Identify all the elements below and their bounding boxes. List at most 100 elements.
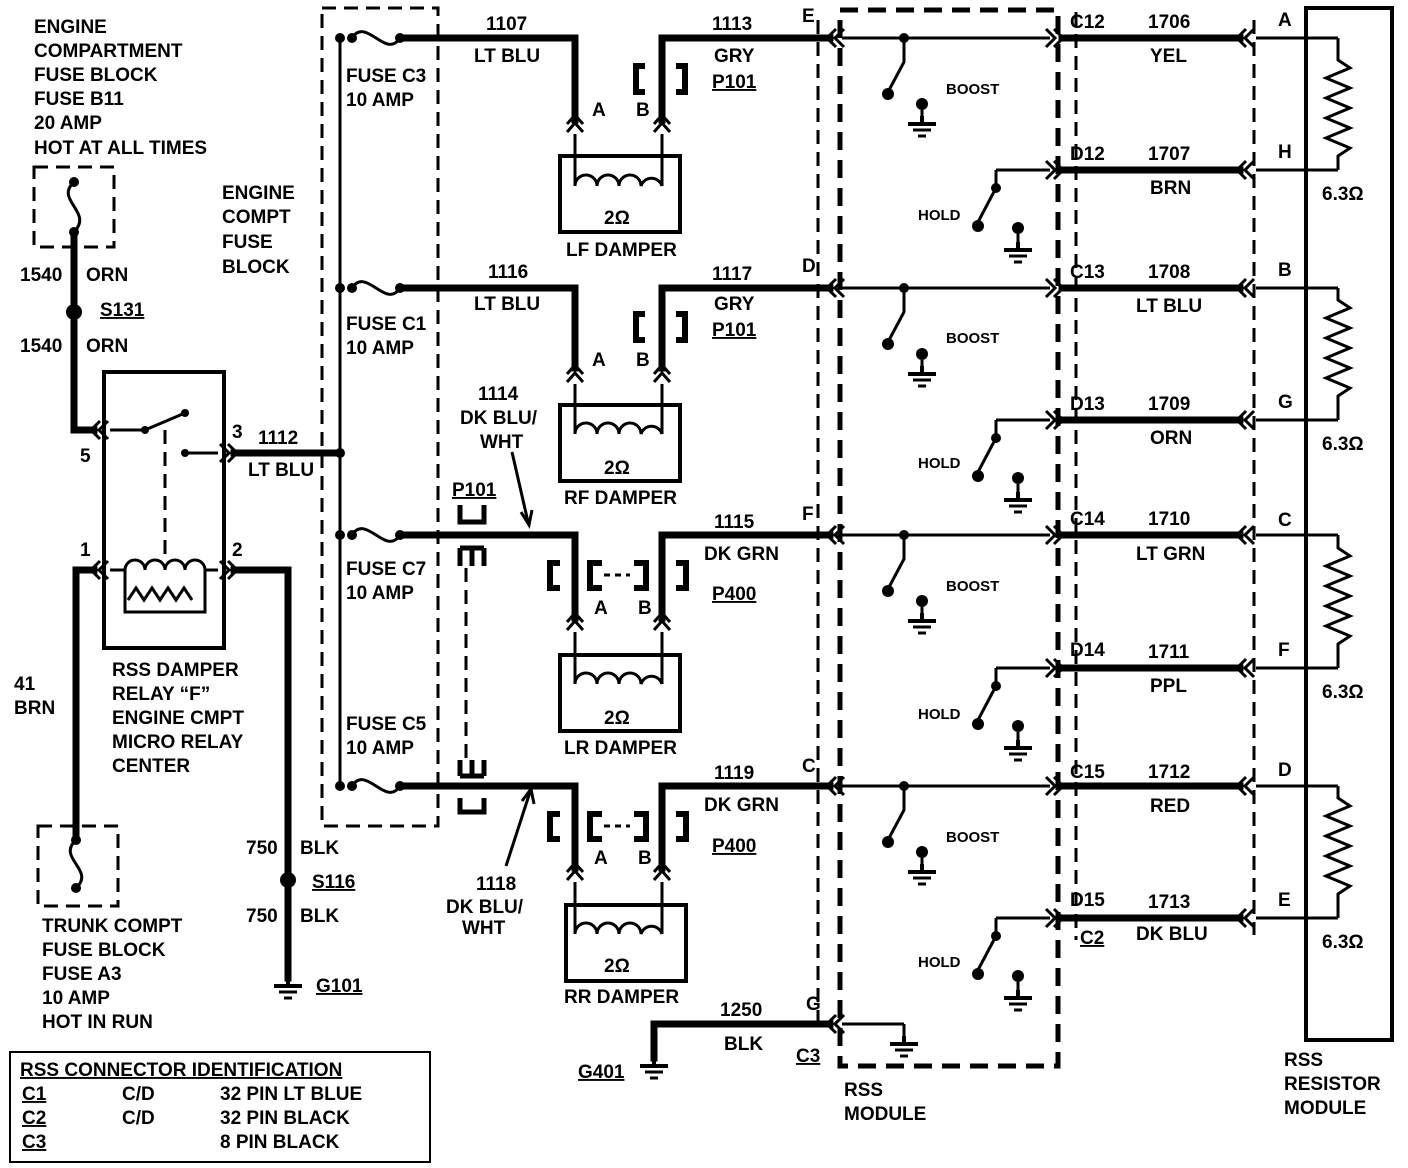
wire-d12-pin: D12 xyxy=(1070,144,1105,165)
resistor-value-4: 6.3Ω xyxy=(1322,932,1364,953)
relay-pin-1: 1 xyxy=(80,540,91,561)
wire-1706-color: YEL xyxy=(1150,46,1187,67)
resistor-value-2: 6.3Ω xyxy=(1322,434,1364,455)
fuse-c7-name: FUSE C7 xyxy=(346,559,426,580)
rss-module-label-2: MODULE xyxy=(844,1104,926,1125)
trunk-fuse-line-3: FUSE A3 xyxy=(42,964,122,985)
wire-1540-upper-number: 1540 xyxy=(20,265,62,286)
wire-1119 xyxy=(658,782,834,872)
switch-label-hold-3: HOLD xyxy=(918,706,961,723)
rr-pin-a: A xyxy=(594,848,608,869)
ground-g101-symbol xyxy=(272,976,304,1000)
fuse-c3-name: FUSE C3 xyxy=(346,66,426,87)
resistor-pin-a: A xyxy=(1278,10,1292,31)
resistor-module-label-3: MODULE xyxy=(1284,1098,1366,1119)
lr-damper-label: LR DAMPER xyxy=(564,738,677,759)
lf-pin-a: A xyxy=(592,100,606,121)
rf-damper-label: RF DAMPER xyxy=(564,488,677,509)
lf-pin-b: B xyxy=(636,100,650,121)
fuse-c1-name: FUSE C1 xyxy=(346,314,427,335)
rr-resistance: 2Ω xyxy=(604,956,630,977)
wire-750-upper-number: 750 xyxy=(246,838,278,859)
switch-label-hold-4: HOLD xyxy=(918,954,961,971)
switch-label-boost-2: BOOST xyxy=(946,330,999,347)
wire-750-lower-number: 750 xyxy=(246,906,278,927)
resistor-pin-f: F xyxy=(1278,640,1290,661)
wire-1116-number: 1116 xyxy=(488,262,528,283)
engine-fuse-block-box xyxy=(320,6,440,828)
wire-1107-number: 1107 xyxy=(486,14,527,35)
ground-g401-label: G401 xyxy=(578,1062,625,1083)
relay-label-3: ENGINE CMPT xyxy=(112,708,244,729)
wire-1116-color: LT BLU xyxy=(474,294,540,315)
resistor-module-label-2: RESISTOR xyxy=(1284,1074,1381,1095)
rss-module-label-1: RSS xyxy=(844,1080,883,1101)
wire-1118-color-1: DK BLU/ xyxy=(446,897,524,918)
wire-1250-number: 1250 xyxy=(720,1000,762,1021)
wire-c14-pin: C14 xyxy=(1070,509,1105,530)
wire-1114-color-2: WHT xyxy=(480,432,524,453)
power-source-line-3: FUSE BLOCK xyxy=(34,65,158,86)
wire-c13-pin: C13 xyxy=(1070,262,1105,283)
legend-row-1-desc: 32 PIN LT BLUE xyxy=(220,1084,362,1105)
wire-1711-number: 1711 xyxy=(1148,642,1190,663)
connector-legend xyxy=(9,1051,431,1163)
switch-label-boost-1: BOOST xyxy=(946,81,999,98)
wire-1115-color: DK GRN xyxy=(704,544,779,565)
rr-pin-b: B xyxy=(638,848,652,869)
resistor-value-1: 6.3Ω xyxy=(1322,184,1364,205)
splice-s116-label: S116 xyxy=(312,872,355,893)
resistor-value-3: 6.3Ω xyxy=(1322,682,1364,703)
wire-1114 xyxy=(396,531,579,622)
p101-left-label: P101 xyxy=(452,480,497,501)
wire-1708-number: 1708 xyxy=(1148,262,1190,283)
wire-1540-upper-color: ORN xyxy=(86,265,128,286)
trunk-fuse-line-1: TRUNK COMPT xyxy=(42,916,183,937)
wire-1113 xyxy=(658,34,834,124)
legend-row-2-id: C2 xyxy=(22,1108,46,1129)
legend-row-1-id: C1 xyxy=(22,1084,47,1105)
wire-1112-number: 1112 xyxy=(258,428,298,449)
switch-label-hold-2: HOLD xyxy=(918,455,961,472)
module-pin-c: C xyxy=(802,756,816,777)
lr-pin-b: B xyxy=(638,598,652,619)
legend-row-2-type: C/D xyxy=(122,1108,155,1129)
wire-1707-color: BRN xyxy=(1150,178,1191,199)
splice-s131-dot xyxy=(66,304,82,320)
lr-connector-label: P400 xyxy=(712,584,756,605)
rr-damper-coil xyxy=(564,882,688,983)
fuse-c1-rating: 10 AMP xyxy=(346,338,414,359)
resistor-pin-b: B xyxy=(1278,260,1292,281)
fuse-block-label-2: COMPT xyxy=(222,207,291,228)
lf-damper-coil xyxy=(558,134,682,234)
relay-label-4: MICRO RELAY xyxy=(112,732,244,753)
wire-1107 xyxy=(396,34,579,124)
switch-label-boost-4: BOOST xyxy=(946,829,999,846)
module-pin-f: F xyxy=(802,504,814,525)
wire-1706-number: 1706 xyxy=(1148,12,1190,33)
resistor-module-label-1: RSS xyxy=(1284,1050,1323,1071)
legend-row-3-id: C3 xyxy=(22,1132,46,1153)
rr-connector-label: P400 xyxy=(712,836,756,857)
relay-pin-3: 3 xyxy=(232,422,243,443)
trunk-fuse-line-5: HOT IN RUN xyxy=(42,1012,153,1033)
p101-connector-symbol-1 xyxy=(633,63,688,95)
legend-row-1-type: C/D xyxy=(122,1084,155,1105)
wire-1710-color: LT GRN xyxy=(1136,544,1205,565)
wire-1118-color-2: WHT xyxy=(462,918,506,939)
fuse-a3-symbol xyxy=(36,824,120,908)
rf-damper-coil xyxy=(558,384,682,483)
power-source-line-4: FUSE B11 xyxy=(34,89,124,110)
fuse-c5 xyxy=(335,778,405,794)
fuse-c3-rating: 10 AMP xyxy=(346,90,414,111)
resistor-pin-g: G xyxy=(1278,392,1293,413)
module-pin-e: E xyxy=(802,6,815,27)
trunk-fuse-line-2: FUSE BLOCK xyxy=(42,940,166,961)
rss-module-box xyxy=(837,7,1061,1069)
wire-1117-color: GRY xyxy=(714,294,755,315)
ground-g101-label: G101 xyxy=(316,976,363,997)
relay-pin-2: 2 xyxy=(232,540,243,561)
rf-resistance: 2Ω xyxy=(604,458,630,479)
wire-1107-color: LT BLU xyxy=(474,46,540,67)
